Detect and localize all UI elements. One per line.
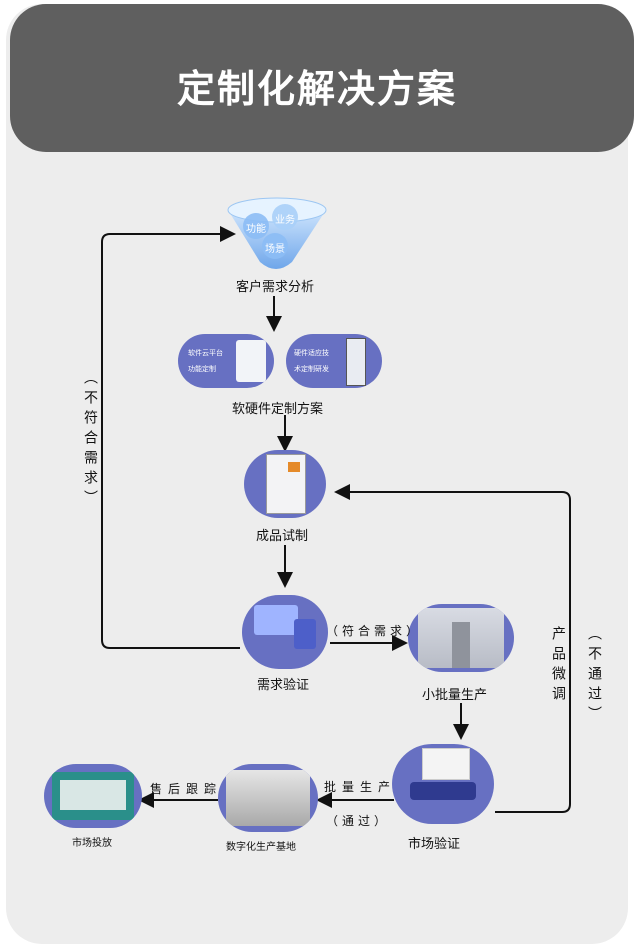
workshop-image <box>226 770 310 826</box>
software-line-1: 软件云平台 <box>188 349 223 357</box>
chart-board-image <box>422 748 470 780</box>
label-verify: 需求验证 <box>257 678 310 693</box>
label-custom-solution: 软硬件定制方案 <box>232 402 324 417</box>
page-title: 定制化解决方案 <box>176 67 457 111</box>
right-loop-label-a: 产品微调 <box>550 626 566 706</box>
funnel-word-function: 功能 <box>246 224 266 235</box>
dashboard-image <box>254 605 298 635</box>
label-market-launch: 市场投放 <box>72 838 112 849</box>
label-digital-base: 数字化生产基地 <box>226 842 296 853</box>
left-loop-label: （不符合需求） <box>82 370 98 510</box>
aisle-floor-image <box>452 622 470 668</box>
meeting-table-image <box>410 782 476 800</box>
market-launch-node <box>44 764 142 828</box>
after-sales-label: 售后跟踪 <box>150 782 223 796</box>
pass-label: （通过） <box>326 814 391 828</box>
hardware-line-1: 硬件适应技 <box>294 349 329 357</box>
screen-image <box>288 462 300 472</box>
meets-label: （符合需求） <box>326 624 423 638</box>
software-line-2: 功能定制 <box>188 365 216 373</box>
hardware-line-2: 术定制研发 <box>294 365 329 373</box>
label-customer-analysis: 客户需求分析 <box>236 280 315 295</box>
person-image <box>294 619 316 649</box>
verify-node <box>242 595 328 669</box>
phone-image <box>236 340 266 382</box>
vending-machine-image <box>266 454 306 514</box>
market-verify-node <box>392 744 494 824</box>
trial-node <box>244 450 326 518</box>
label-market-verify: 市场验证 <box>408 837 461 852</box>
funnel-word-business: 业务 <box>275 215 295 226</box>
software-platform-node: 软件云平台 功能定制 <box>178 334 274 388</box>
hardware-node: 硬件适应技 术定制研发 <box>286 334 382 388</box>
funnel-word-scene: 场景 <box>265 244 285 255</box>
label-small-batch: 小批量生产 <box>422 688 488 703</box>
label-trial: 成品试制 <box>256 529 309 544</box>
digital-base-node <box>218 764 318 832</box>
right-loop-label-b: （不通过） <box>586 626 602 726</box>
machine-image <box>346 338 366 386</box>
header-bar <box>10 4 634 152</box>
small-batch-node <box>408 604 514 672</box>
kiosk-window-image <box>60 780 126 810</box>
batch-label: 批量生产 <box>324 780 397 794</box>
